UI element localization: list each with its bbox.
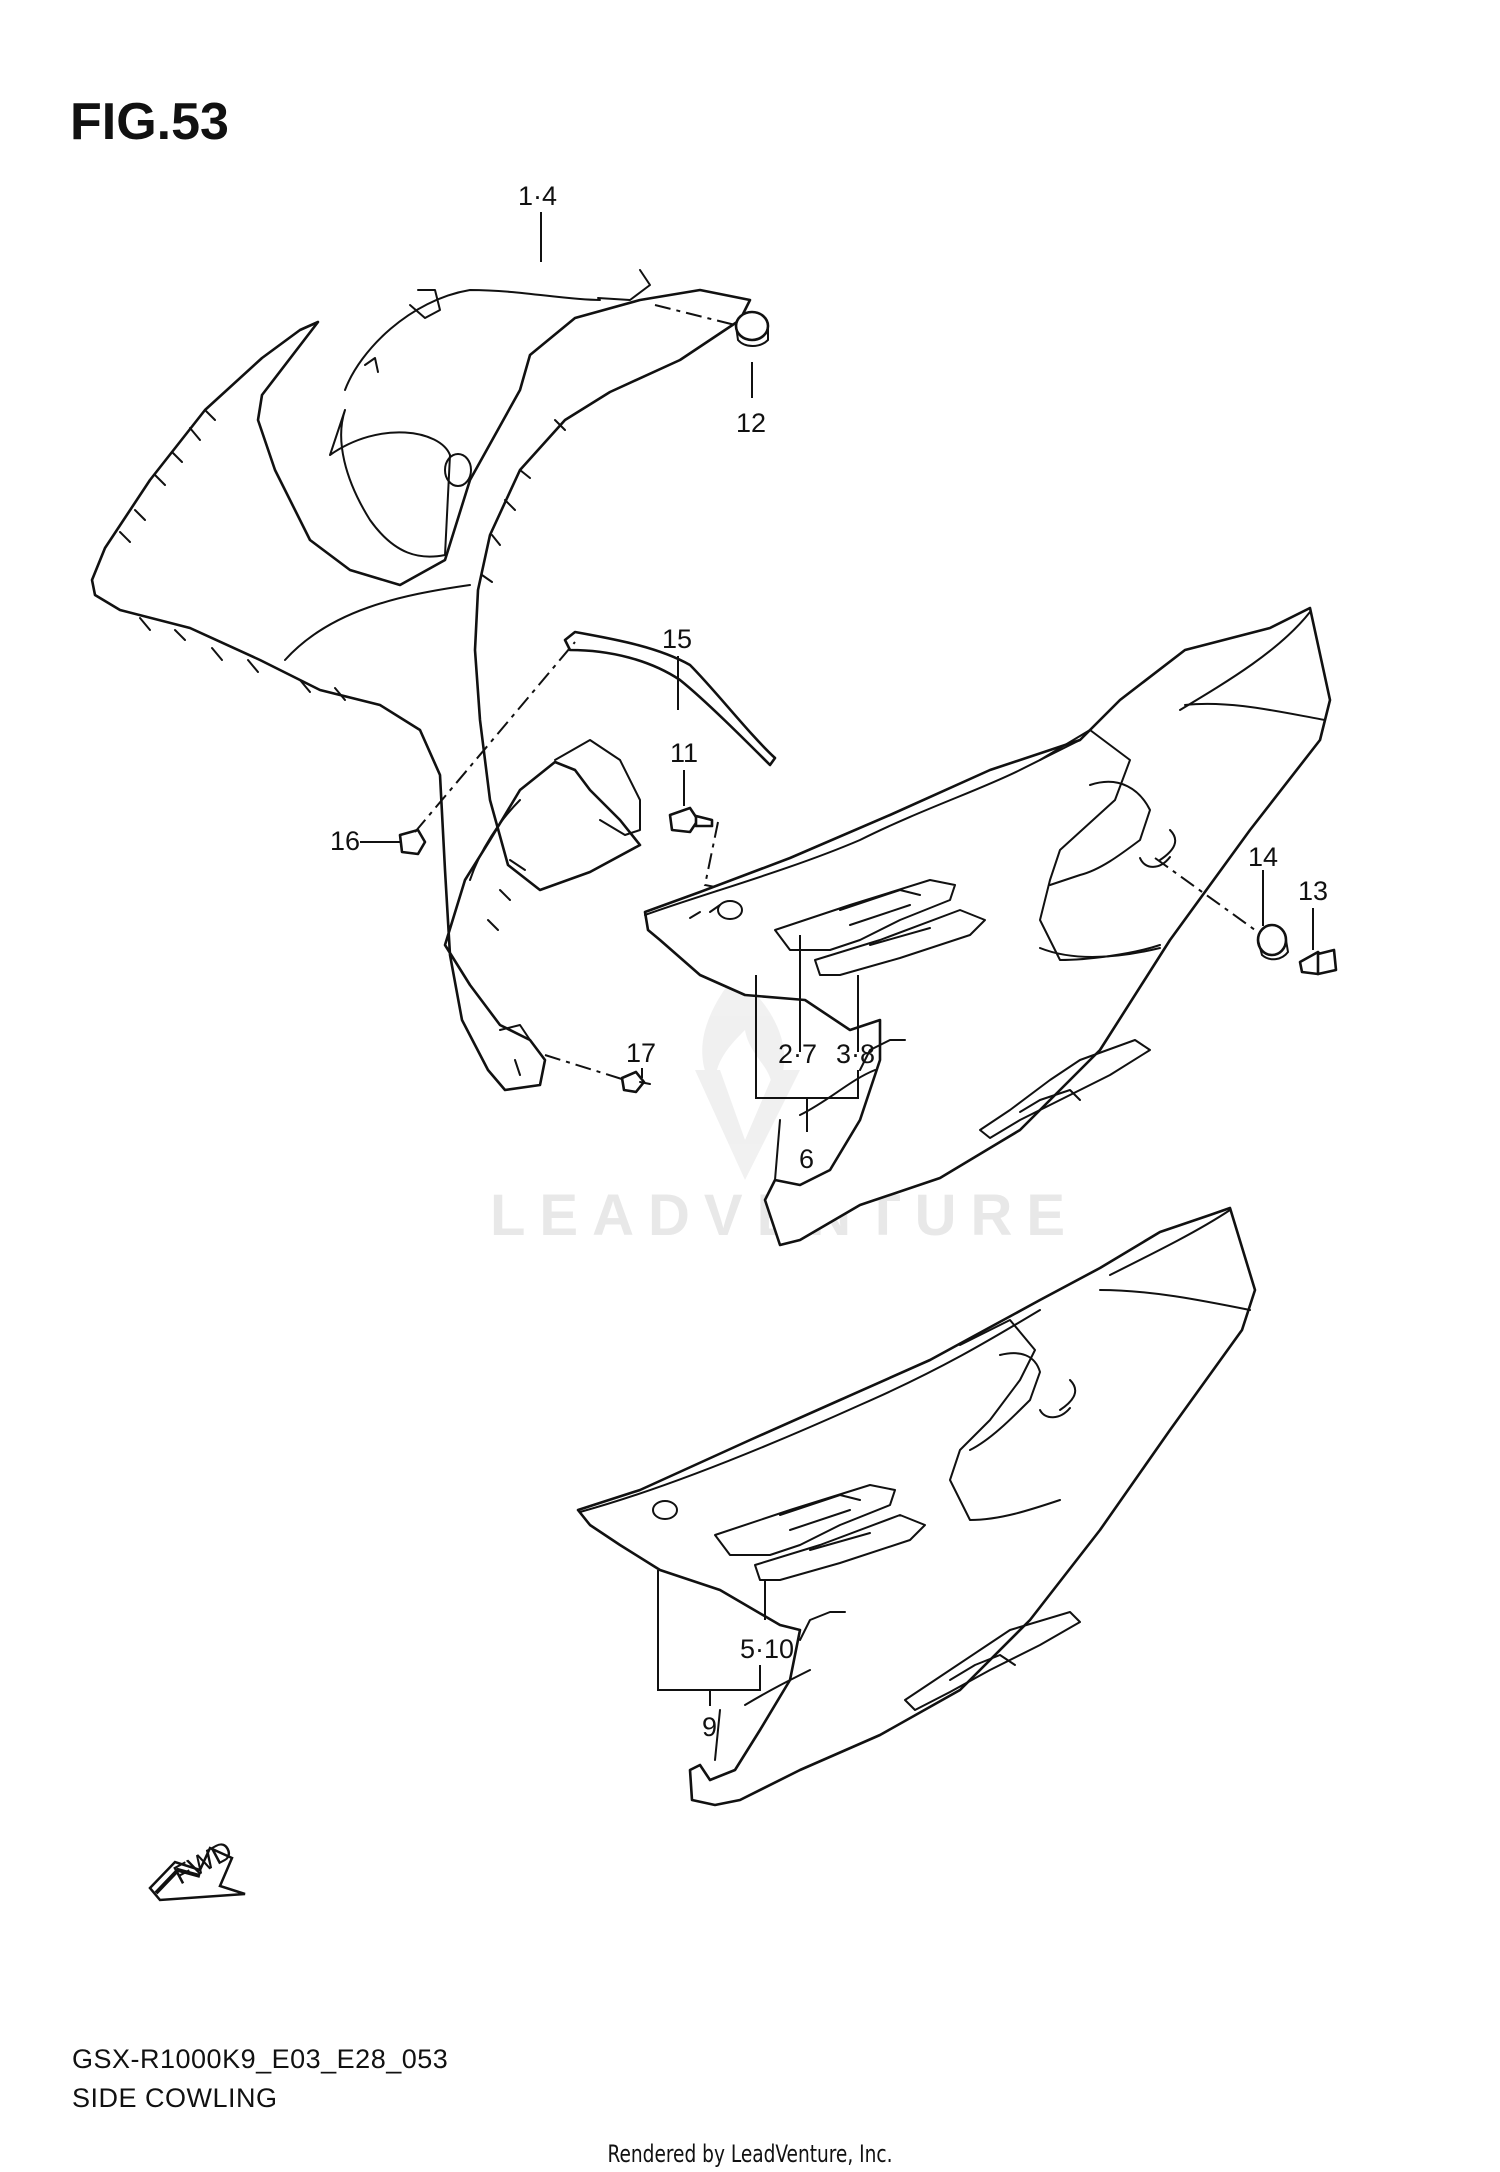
- model-code: GSX-R1000K9_E03_E28_053: [72, 2044, 449, 2074]
- side-cowling-lower[interactable]: [576, 1206, 1257, 1807]
- callout-2-7: 2·7: [778, 1039, 817, 1069]
- callout-9: 9: [702, 1712, 717, 1742]
- bracket-15[interactable]: [563, 630, 777, 767]
- callout-14: 14: [1248, 842, 1278, 872]
- callout-13: 13: [1298, 876, 1328, 906]
- leader-dash-11: [703, 821, 731, 891]
- leader-dash-12: [654, 304, 736, 326]
- gsx-r-emblem-upper[interactable]: [774, 879, 986, 976]
- callout-17: 17: [626, 1038, 656, 1068]
- callout-16: 16: [330, 826, 360, 856]
- callout-15: 15: [662, 624, 692, 654]
- gsx-r-emblem-lower[interactable]: [714, 1484, 926, 1581]
- forward-arrow-icon: [148, 1846, 246, 1902]
- callout-6: 6: [799, 1144, 814, 1174]
- nut-16[interactable]: [398, 828, 427, 856]
- screw-13[interactable]: [1298, 948, 1338, 976]
- grommet-12[interactable]: [734, 310, 770, 347]
- watermark-logo: [695, 975, 800, 1180]
- grommet-14[interactable]: [1256, 923, 1289, 961]
- callout-5-10: 5·10: [740, 1634, 794, 1664]
- callout-12: 12: [736, 408, 766, 438]
- figure-name: SIDE COWLING: [72, 2083, 278, 2113]
- screw-17[interactable]: [620, 1070, 651, 1094]
- callout-1-4: 1·4: [518, 181, 557, 211]
- leader-dash-17: [544, 1054, 626, 1081]
- upper-cowling[interactable]: [90, 269, 752, 1092]
- callout-3-8: 3·8: [836, 1039, 875, 1069]
- side-cowling-upper[interactable]: [643, 606, 1332, 1247]
- leader-dash-14: [1154, 857, 1256, 931]
- screw-11[interactable]: [668, 806, 714, 834]
- render-credit: Rendered by LeadVenture, Inc.: [607, 2140, 893, 2168]
- leader-dash-16: [414, 641, 576, 833]
- callout-11: 11: [670, 738, 698, 768]
- figure-title: FIG.53: [70, 93, 229, 151]
